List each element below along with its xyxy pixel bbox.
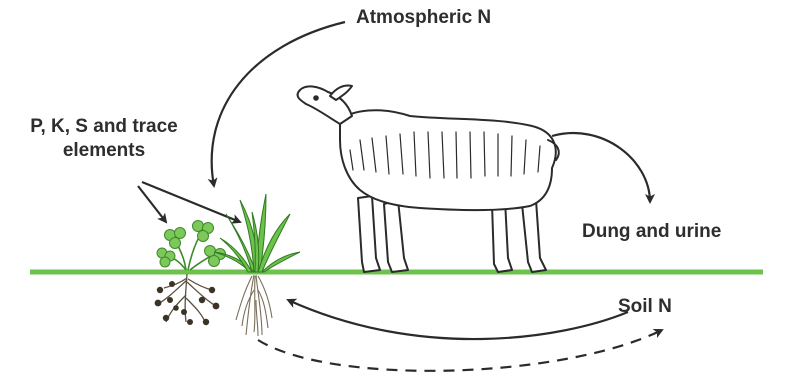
- label-pks-line-2: elements: [6, 139, 202, 163]
- arrow-sheep-to-dung: [552, 133, 650, 202]
- label-pks-line-1: P, K, S and trace: [6, 115, 202, 139]
- arrow-soil-to-plants: [288, 300, 628, 339]
- arrow-clover-to-soil-dashed: [258, 330, 662, 371]
- arrow-pks-to-grass: [142, 182, 240, 222]
- label-soil-n: Soil N: [618, 295, 672, 319]
- grass-plant-icon: [214, 194, 300, 336]
- label-dung-and-urine: Dung and urine: [582, 220, 721, 244]
- arrow-pks-to-clover: [138, 186, 166, 222]
- label-atmospheric-n: Atmospheric N: [356, 6, 491, 30]
- sheep-icon: [298, 85, 559, 272]
- label-pks-trace-elements: P, K, S and trace elements: [6, 115, 202, 163]
